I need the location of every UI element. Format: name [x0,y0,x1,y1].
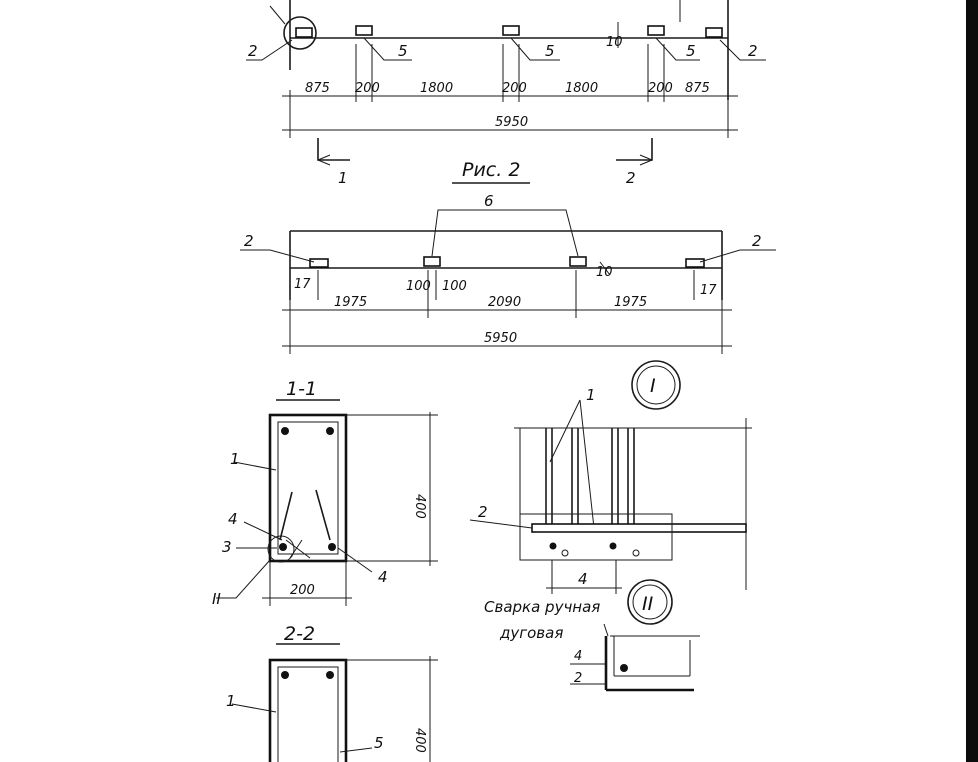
figure-1-labels: 875 200 1800 200 1800 200 875 5950 2 5 5… [248,35,758,187]
weld-note-line1: Сварка ручная [484,598,600,616]
callout-5-c: 5 [686,42,696,60]
section-mark-2: 2 [626,169,636,187]
section-mark-1: 1 [338,169,348,187]
dim-17-right: 17 [700,283,717,298]
detail-I-mark: I [650,375,656,397]
weld-note-line2: дуговая [499,624,563,642]
dim-1975-left: 1975 [334,295,367,310]
callout-5-b: 5 [545,42,555,60]
detail-II [570,579,700,692]
dim-17-left: 17 [294,277,311,292]
callout-5-a: 5 [398,42,408,60]
callout-2-detail-I: 2 [478,503,488,521]
figure-2-beam [240,209,776,354]
callout-2-left-fig2: 2 [244,232,254,250]
dim-4-detail-I: 4 [578,570,588,588]
dim-875-left: 875 [305,81,330,96]
dim-1975-right: 1975 [614,295,647,310]
figure-1-beam [246,0,766,166]
dim-200-a: 200 [355,81,380,96]
callout-6: 6 [484,192,494,210]
section-1-1-labels: 1-1 1 4 3 4 400 200 II [212,378,427,608]
section-2-2-title: 2-2 [284,623,315,645]
caption-ris-2: Рис. 2 [462,159,520,181]
callout-1-detail-I: 1 [586,386,596,404]
dim-100-b: 100 [442,279,467,294]
detail-circle [283,16,317,50]
callout-1-s11: 1 [230,450,240,468]
section-1-1 [216,399,438,606]
detail-ref-II: II [212,590,221,608]
callout-4-detail-II: 4 [574,649,582,664]
callout-2-left: 2 [248,42,258,60]
callout-4-s11-left: 4 [228,510,238,528]
dim-400-s22: 400 [412,728,427,753]
callout-2-right-fig2: 2 [752,232,762,250]
callout-5-s22: 5 [374,734,384,752]
section-2-2 [231,643,438,762]
detail-I [469,360,752,594]
dim-400-s11: 400 [412,494,427,519]
dim-5950-top: 5950 [495,115,528,130]
dim-200-s11: 200 [290,583,315,598]
dim-5950-fig2: 5950 [484,331,517,346]
figure-2-labels: 6 2 2 1975 100 100 2090 1975 5950 17 17 … [244,192,762,346]
callout-1-s22: 1 [226,692,236,710]
dim-875-right: 875 [685,81,710,96]
detail-I-labels: I 1 2 4 [478,375,656,588]
callout-4-s11-right: 4 [378,568,388,586]
dim-10-small: 10 [606,35,623,50]
dim-1800-a: 1800 [420,81,453,96]
dim-100-a: 100 [406,279,431,294]
dim-2090: 2090 [488,295,521,310]
section-2-2-labels: 2-2 1 5 400 [226,623,427,753]
dim-10-fig2: 10 [596,265,613,280]
dim-200-b: 200 [502,81,527,96]
section-1-1-title: 1-1 [286,378,317,400]
figure-2-caption: Рис. 2 [452,159,530,184]
detail-II-mark: II [642,593,654,615]
scan-edge-band [966,0,978,762]
dim-200-c: 200 [648,81,673,96]
callout-2-detail-II: 2 [574,671,582,686]
callout-3-s11: 3 [222,538,232,556]
detail-II-labels: II Сварка ручная дуговая 4 2 [484,593,654,686]
dim-1800-b: 1800 [565,81,598,96]
callout-2-right: 2 [748,42,758,60]
